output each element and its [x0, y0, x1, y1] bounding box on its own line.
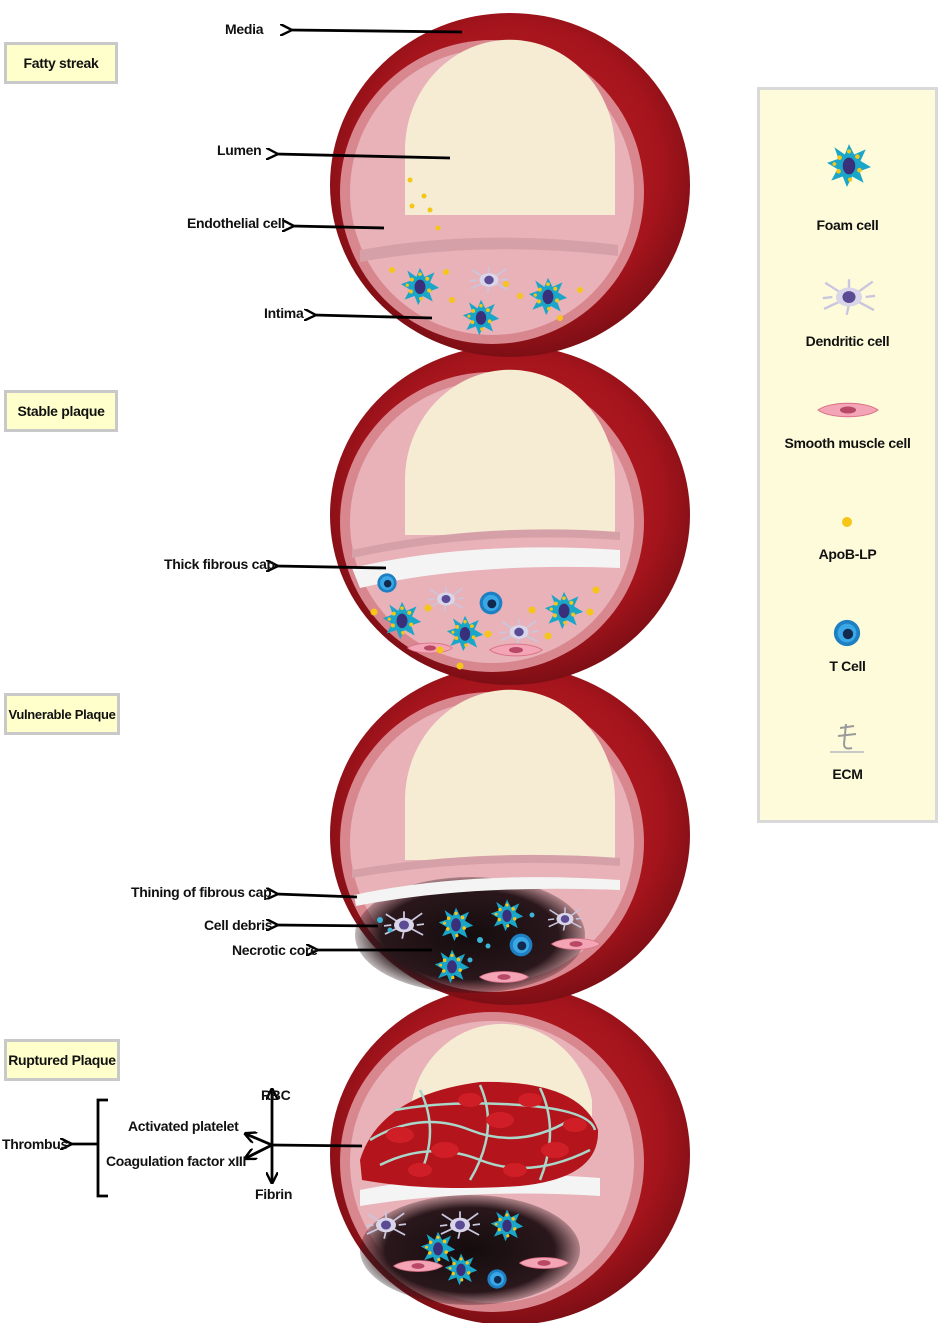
label-thick-fibrous-cap: Thick fibrous cap [164, 556, 275, 572]
label-thrombus: Thrombus [2, 1136, 69, 1152]
annotation-arrows [70, 30, 463, 1198]
label-intima: Intima [264, 305, 304, 321]
necrotic-core [355, 877, 585, 993]
legend-label-t-cell: T Cell [829, 658, 866, 674]
fibrin-mesh [369, 1084, 597, 1181]
legend-label-dendritic-cell: Dendritic cell [805, 333, 890, 349]
arrow-endothelial-cell [292, 226, 385, 228]
label-thinning-fibrous-cap: Thining of fibrous cap [131, 884, 272, 900]
fibrous-cap [352, 547, 620, 588]
arrow-lumen [276, 154, 451, 158]
fibrous-cap [354, 877, 620, 906]
vessel-vulnerable-plaque [330, 665, 690, 1005]
apob-particles [389, 177, 583, 321]
t-cell-icon [760, 617, 935, 654]
thrombus-bracket [96, 1098, 108, 1198]
label-fibrin: Fibrin [255, 1186, 293, 1202]
legend-label-apob-lp: ApoB-LP [818, 546, 877, 562]
vessel-ruptured-plaque [330, 985, 690, 1323]
label-media: Media [225, 21, 264, 37]
dendritic-cell-icon [760, 276, 935, 321]
endothelium-strip [360, 237, 618, 262]
stage-label-stable-plaque: Stable plaque [4, 390, 118, 432]
stage-label-ruptured-plaque: Ruptured Plaque [4, 1039, 120, 1081]
endothelium-strip [352, 854, 620, 878]
arrow-activated-platelet [246, 1134, 273, 1147]
arrow-intima [314, 315, 433, 318]
legend-label-foam-cell: Foam cell [816, 217, 879, 233]
rbc-cluster [386, 1093, 587, 1177]
smooth-muscle-cell-icon [760, 398, 935, 427]
arrow-thrombus-connector [271, 1143, 363, 1148]
ecm-icon [760, 722, 935, 761]
label-coagulation-factor: Coagulation factor xIII [106, 1153, 247, 1169]
label-necrotic-core: Necrotic core [232, 942, 318, 958]
arrow-cell-debris [276, 925, 379, 926]
legend-panel: Foam cell Dendritic cell Smooth muscle c… [757, 87, 938, 823]
vessel-fatty-streak [330, 13, 690, 357]
legend-label-ecm: ECM [832, 766, 863, 782]
arrow-thick-fibrous-cap [276, 566, 387, 568]
legend-label-smooth-muscle-cell: Smooth muscle cell [784, 435, 911, 451]
arrow-media [290, 30, 463, 32]
stage-label-fatty-streak: Fatty streak [4, 42, 118, 84]
arrow-coagulation-factor [246, 1143, 273, 1158]
label-rbc: RBC [261, 1087, 291, 1103]
necrotic-core [360, 1195, 580, 1305]
foam-cell-icon [760, 140, 935, 195]
apob-particles [370, 586, 600, 670]
lumen [405, 369, 615, 535]
apob-lp-icon [760, 515, 935, 533]
cell-debris [377, 912, 535, 963]
label-lumen: Lumen [217, 142, 262, 158]
label-activated-platelet: Activated platelet [128, 1118, 239, 1134]
vessel-stable-plaque [330, 345, 690, 685]
lumen [405, 689, 615, 860]
lumen [405, 39, 615, 216]
label-endothelial-cell: Endothelial cell [187, 215, 285, 231]
label-cell-debris: Cell debris [204, 917, 273, 933]
thrombus-mass [360, 1081, 599, 1188]
stage-label-vulnerable-plaque: Vulnerable Plaque [4, 693, 120, 735]
endothelium-strip [352, 529, 620, 558]
arrow-thinning-fibrous-cap [276, 894, 358, 897]
